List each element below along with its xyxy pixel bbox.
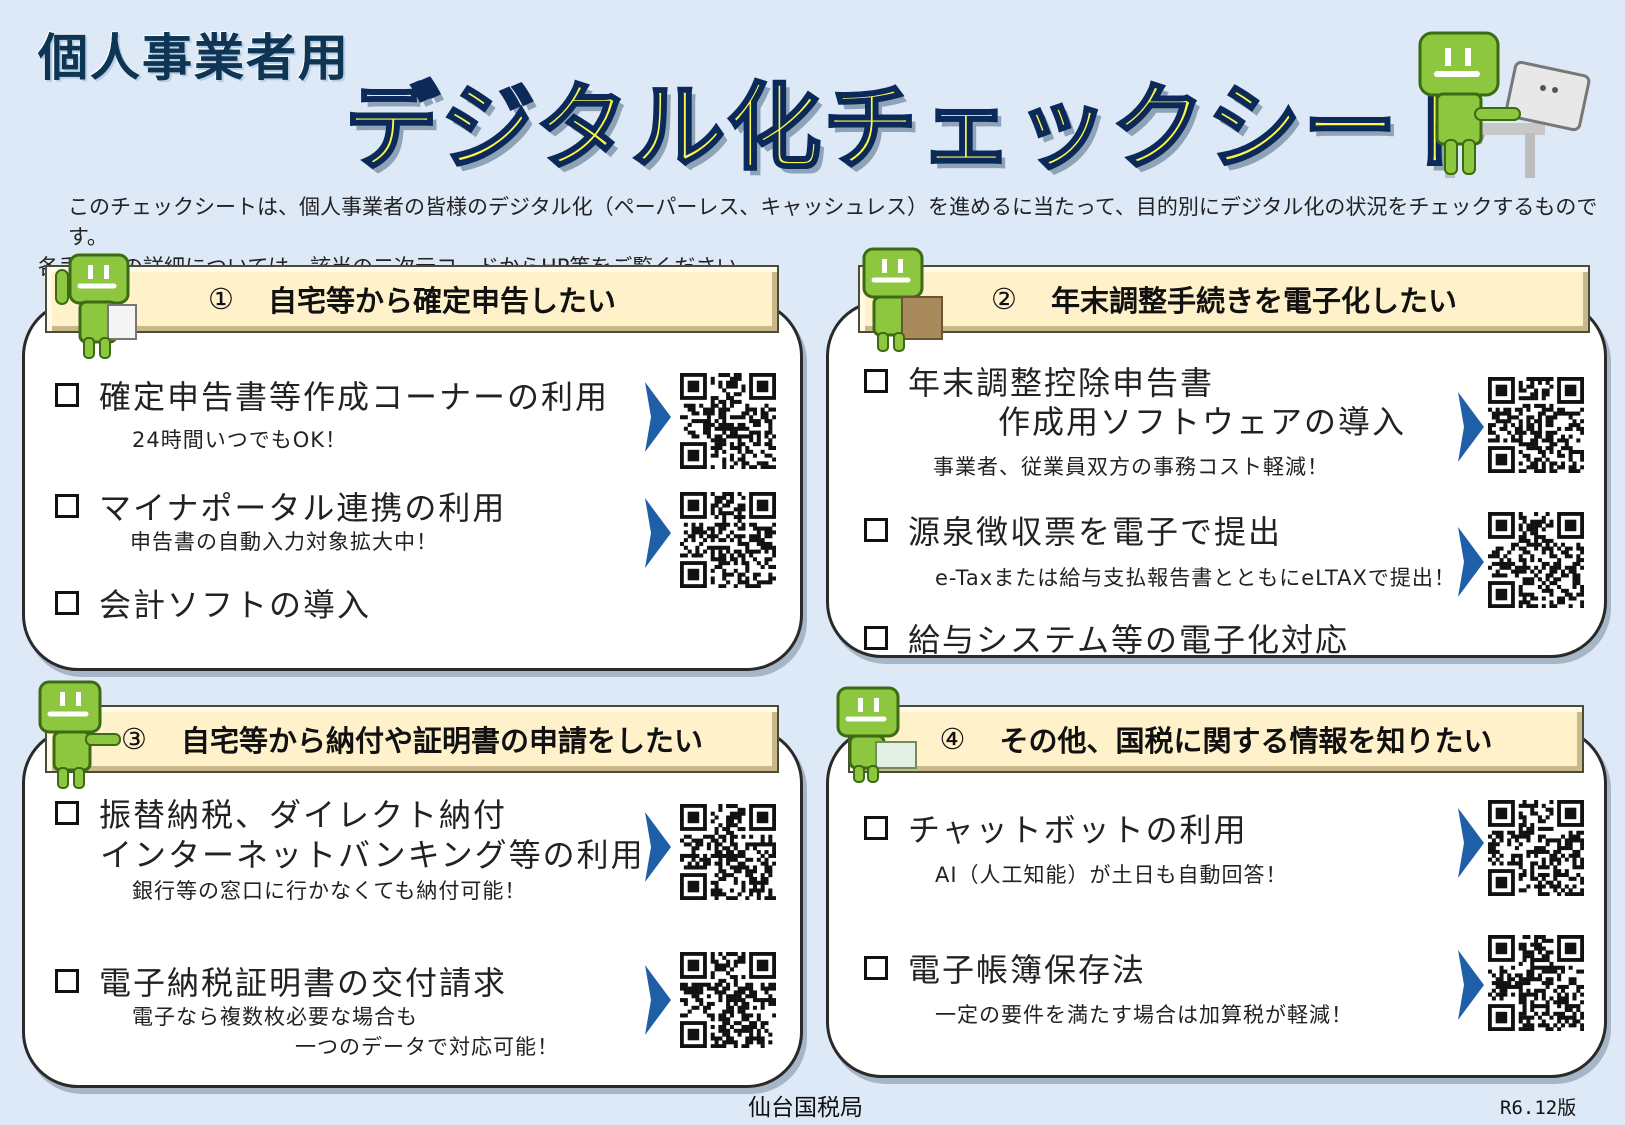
mascot-clipboard-icon	[55, 253, 137, 359]
arrow-icon	[645, 812, 671, 882]
item-label: 給与システム等の電子化対応	[908, 621, 1350, 659]
item-note: e-Taxまたは給与支払報告書とともにeLTAXで提出！	[935, 566, 1456, 590]
arrow-icon	[1458, 527, 1484, 597]
mascot-box-icon	[862, 247, 943, 352]
checkbox-icon[interactable]	[55, 591, 79, 615]
item-note: 一定の要件を満たす場合は加算税が軽減！	[935, 1003, 1353, 1027]
mascot-pointing-icon	[38, 680, 121, 789]
item-label: 電子帳簿保存法	[908, 951, 1147, 989]
mascot-laptop-icon	[1418, 31, 1591, 178]
section-2-panel	[826, 300, 1607, 658]
checklist-item: 会計ソフトの導入	[55, 585, 371, 625]
section-3-tab: ③ 自宅等から納付や証明書の申請をしたい	[45, 705, 779, 773]
checkbox-icon[interactable]	[864, 369, 888, 393]
item-note: 24時間いつでもOK！	[132, 428, 348, 452]
item-label-line2: 作成用ソフトウェアの導入	[998, 403, 1407, 441]
checklist-item: 給与システム等の電子化対応	[864, 620, 1349, 660]
section-1-panel	[22, 300, 803, 671]
checkbox-icon[interactable]	[864, 626, 888, 650]
checklist-item: チャットボットの利用	[864, 810, 1248, 850]
qr-code-icon[interactable]	[680, 804, 777, 904]
item-label-line2: インターネットバンキング等の利用	[100, 836, 645, 874]
checklist-item: 確定申告書等作成コーナーの利用	[55, 377, 609, 417]
section-3-panel	[22, 727, 803, 1088]
qr-code-icon[interactable]	[1488, 377, 1585, 477]
item-note: 銀行等の窓口に行かなくても納付可能！	[132, 879, 527, 903]
section-2-number: ②	[990, 282, 1017, 316]
section-4-panel	[826, 727, 1607, 1078]
qr-code-icon[interactable]	[1488, 800, 1585, 900]
item-label: 電子納税証明書の交付請求	[99, 964, 508, 1002]
section-3-number: ③	[120, 722, 147, 756]
section-4-tab: ④ その他、国税に関する情報を知りたい	[848, 705, 1584, 773]
checkbox-icon[interactable]	[55, 383, 79, 407]
section-2-tab: ② 年末調整手続きを電子化したい	[858, 265, 1590, 333]
qr-code-icon[interactable]	[1488, 512, 1585, 612]
checkbox-icon[interactable]	[55, 494, 79, 518]
page-title: デジタル化チェックシート	[343, 74, 1496, 183]
checklist-item: 電子帳簿保存法	[864, 950, 1146, 990]
section-3-title: 自宅等から納付や証明書の申請をしたい	[180, 724, 703, 758]
arrow-icon	[645, 382, 671, 452]
checkbox-icon[interactable]	[55, 969, 79, 993]
arrow-icon	[1458, 392, 1484, 462]
item-note: 事業者、従業員双方の事務コスト軽減！	[933, 455, 1329, 479]
item-label: 会計ソフトの導入	[99, 586, 372, 624]
checklist-item: 電子納税証明書の交付請求	[55, 963, 507, 1003]
section-1-title: 自宅等から確定申告したい	[267, 284, 616, 318]
arrow-icon	[645, 965, 671, 1035]
item-label: マイナポータル連携の利用	[99, 489, 507, 527]
footer-office: 仙台国税局	[748, 1095, 863, 1121]
item-label: 年末調整控除申告書	[908, 364, 1215, 402]
subtitle: 個人事業者用	[38, 29, 350, 87]
item-note: AI（人工知能）が土日も自動回答！	[935, 863, 1288, 887]
checklist-item: マイナポータル連携の利用	[55, 488, 506, 528]
intro-line-1: このチェックシートは、個人事業者の皆様のデジタル化（ペーパーレス、キャッシュレス…	[68, 195, 1598, 249]
mascot-laptop-small-icon	[836, 686, 917, 783]
arrow-icon	[1458, 950, 1484, 1020]
qr-code-icon[interactable]	[680, 952, 777, 1052]
section-1-number: ①	[207, 282, 234, 316]
qr-code-icon[interactable]	[680, 492, 777, 592]
footer-version: R6.12版	[1500, 1097, 1577, 1119]
checklist-item: 源泉徴収票を電子で提出	[864, 512, 1282, 552]
checkbox-icon[interactable]	[864, 956, 888, 980]
section-1-tab: ① 自宅等から確定申告したい	[45, 265, 779, 333]
checkbox-icon[interactable]	[864, 816, 888, 840]
item-label: 確定申告書等作成コーナーの利用	[99, 378, 610, 416]
item-label: チャットボットの利用	[908, 811, 1248, 849]
section-4-title: その他、国税に関する情報を知りたい	[999, 724, 1493, 758]
item-note: 申告書の自動入力対象拡大中！	[130, 530, 438, 554]
item-note-line2: 一つのデータで対応可能！	[295, 1035, 559, 1059]
item-label: 振替納税、ダイレクト納付	[99, 796, 508, 834]
arrow-icon	[1458, 808, 1484, 878]
qr-code-icon[interactable]	[1488, 935, 1585, 1035]
section-4-number: ④	[939, 722, 966, 756]
checkbox-icon[interactable]	[864, 518, 888, 542]
checklist-item: 年末調整控除申告書	[864, 363, 1214, 403]
arrow-icon	[645, 498, 671, 568]
item-note: 電子なら複数枚必要な場合も	[132, 1005, 418, 1029]
checklist-item: 振替納税、ダイレクト納付	[55, 795, 507, 835]
qr-code-icon[interactable]	[680, 373, 777, 473]
section-2-title: 年末調整手続きを電子化したい	[1050, 284, 1457, 318]
checkbox-icon[interactable]	[55, 801, 79, 825]
item-label: 源泉徴収票を電子で提出	[908, 513, 1283, 551]
